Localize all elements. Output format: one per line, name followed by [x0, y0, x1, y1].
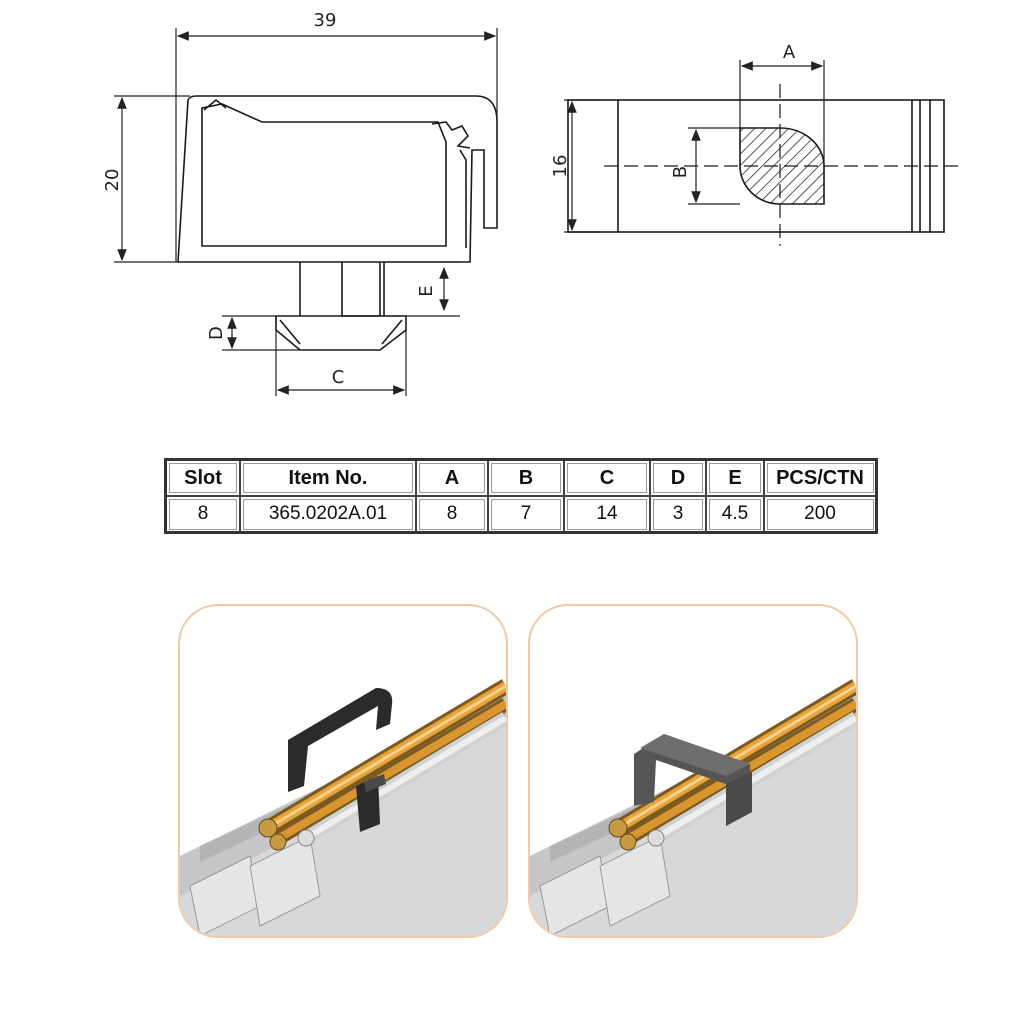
clip-open-illustration — [178, 604, 508, 938]
dim-b: B — [670, 166, 691, 178]
cell-item-no: 365.0202A.01 — [239, 495, 417, 534]
table-row: 8 365.0202A.01 8 7 14 3 4.5 200 — [164, 495, 878, 534]
dim-c: C — [332, 367, 345, 388]
side-view — [567, 84, 960, 246]
cell-d: 3 — [649, 495, 707, 534]
dim-20: 20 — [102, 169, 123, 192]
cell-a: 8 — [415, 495, 489, 534]
dim-16: 16 — [550, 155, 571, 178]
technical-drawing: 39 20 C D E A 16 B — [102, 10, 960, 396]
dim-a: A — [783, 42, 796, 63]
dim-e: E — [416, 285, 437, 296]
cell-slot: 8 — [164, 495, 241, 534]
cell-c: 14 — [563, 495, 651, 534]
cell-b: 7 — [487, 495, 565, 534]
header-slot: Slot — [164, 458, 241, 497]
header-b: B — [487, 458, 565, 497]
header-d: D — [649, 458, 707, 497]
header-pcs-ctn: PCS/CTN — [763, 458, 878, 497]
dim-d: D — [206, 326, 227, 340]
front-view-dimensions — [114, 28, 498, 396]
header-a: A — [415, 458, 489, 497]
cell-e: 4.5 — [705, 495, 765, 534]
header-c: C — [563, 458, 651, 497]
header-e: E — [705, 458, 765, 497]
front-view — [177, 95, 498, 351]
spec-table: Slot Item No. A B C D E PCS/CTN 8 365.02… — [164, 458, 878, 534]
header-item-no: Item No. — [239, 458, 417, 497]
side-view-dimensions — [564, 60, 825, 233]
clip-closed-illustration — [528, 604, 858, 938]
dim-39: 39 — [314, 10, 337, 31]
table-header-row: Slot Item No. A B C D E PCS/CTN — [164, 458, 878, 497]
cell-pcs-ctn: 200 — [763, 495, 878, 534]
